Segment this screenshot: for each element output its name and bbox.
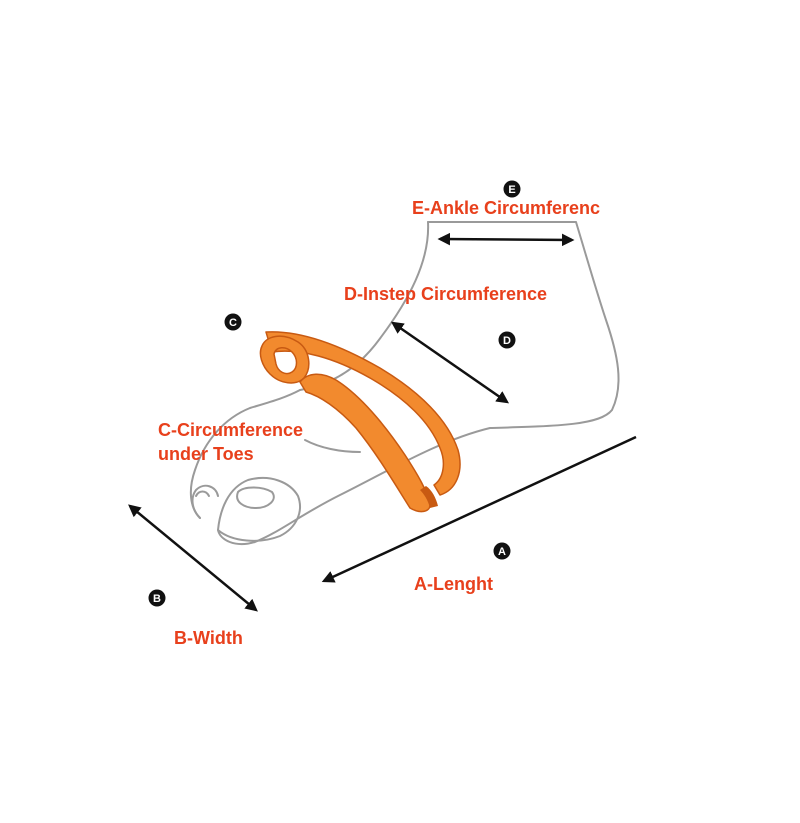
label-d-instep: D-Instep Circumference (344, 284, 547, 304)
big-toe (217, 477, 301, 542)
arrow-d-instep (390, 321, 510, 404)
badge-e-text: E (508, 184, 515, 196)
tape-loop (259, 335, 310, 384)
tape-band-inner (420, 486, 438, 508)
badge-d: D (498, 331, 516, 349)
foot-side-crease (304, 439, 361, 453)
label-a-length: A-Lenght (414, 574, 493, 594)
label-c-under-toes: under Toes (158, 444, 254, 464)
measurement-arrows (128, 232, 637, 612)
measuring-tape (259, 331, 461, 513)
badge-d-text: D (503, 335, 511, 347)
label-e-ankle: E-Ankle Circumferenc (412, 198, 600, 218)
arrow-b-width (128, 504, 258, 612)
big-toe-nail (236, 486, 275, 509)
arrow-a-length (321, 435, 637, 583)
foot-toes-top (189, 389, 301, 519)
badge-b: B (148, 589, 166, 607)
arrow-e-ankle (437, 232, 575, 247)
badge-c-text: C (229, 317, 237, 329)
badge-e: E (503, 180, 521, 198)
badge-a-text: A (498, 546, 506, 558)
second-toe (191, 484, 219, 519)
label-b-width: B-Width (174, 628, 243, 648)
badge-b-text: B (153, 593, 161, 605)
badge-c: C (224, 313, 242, 331)
foot-contour (217, 221, 620, 546)
second-toe-nail (195, 490, 210, 497)
label-c-circumference: C-Circumference (158, 420, 303, 440)
badge-a: A (493, 542, 511, 560)
